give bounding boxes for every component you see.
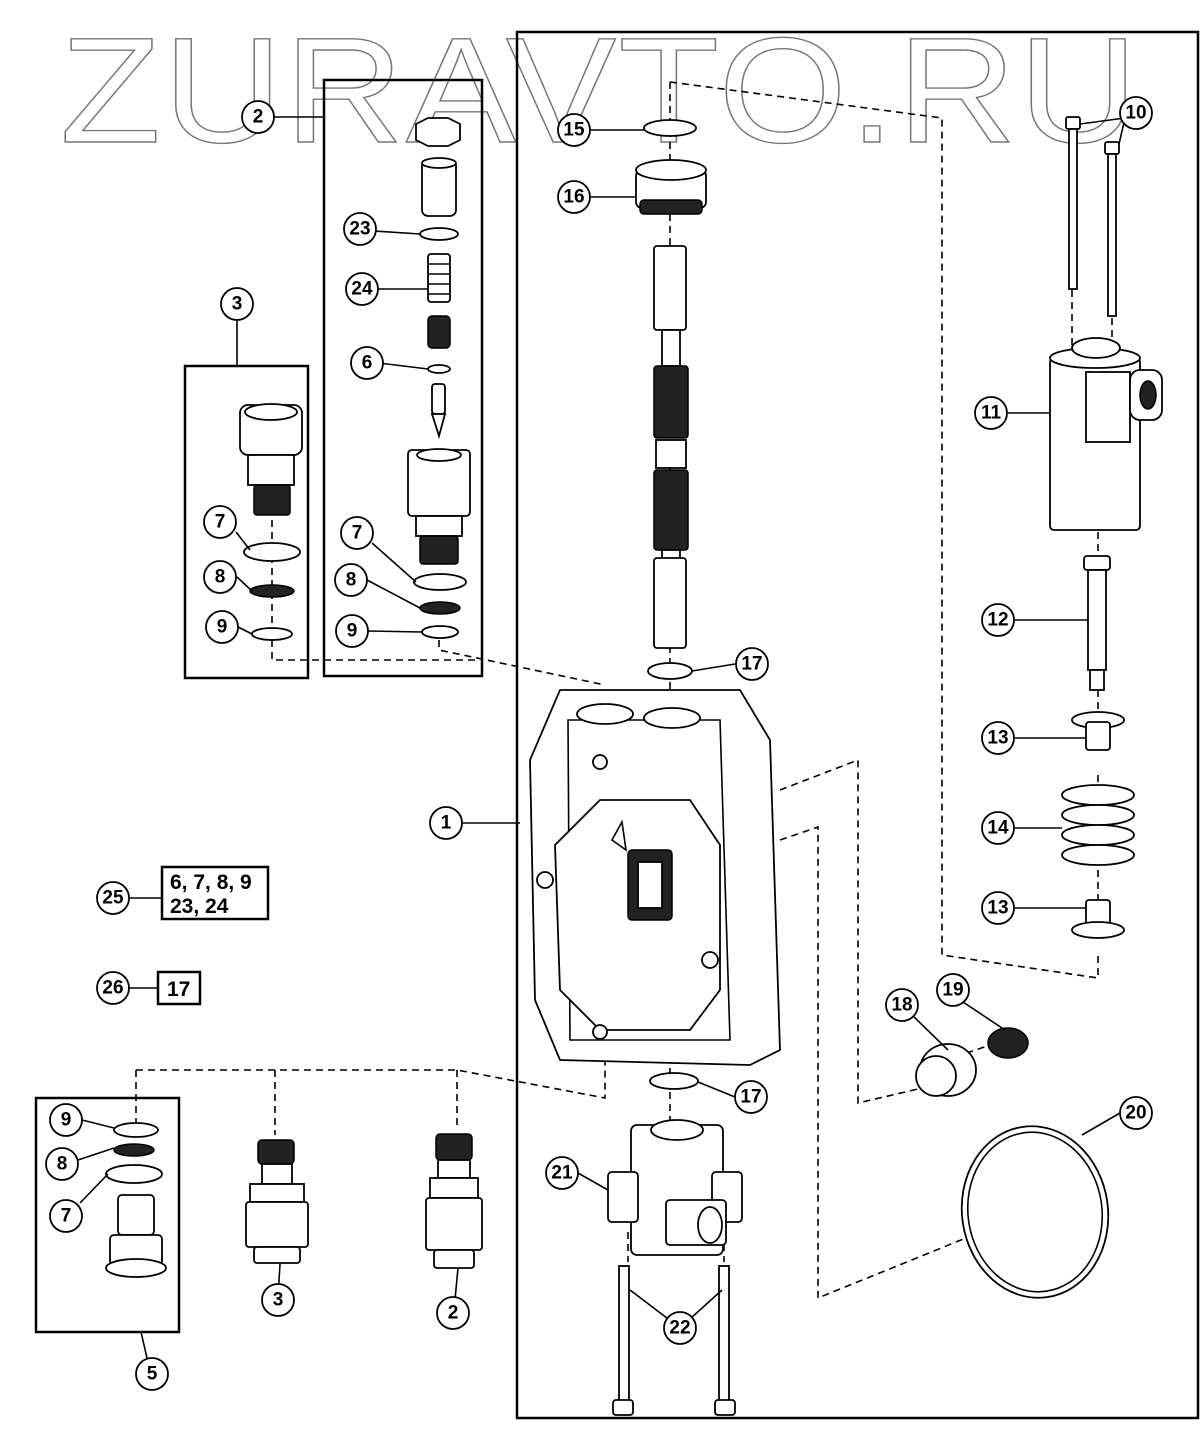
kit-25-box: 6, 7, 8, 9 23, 24 [160, 865, 270, 921]
spool-assembly [635, 119, 707, 680]
callout-16[interactable]: 16 [557, 180, 591, 214]
callout-3-bottom[interactable]: 3 [261, 1283, 295, 1317]
svg-text:13: 13 [987, 728, 1008, 749]
svg-text:7: 7 [215, 512, 226, 533]
callout-2-top[interactable]: 2 [241, 100, 275, 134]
callout-18[interactable]: 18 [885, 988, 919, 1022]
callout-6[interactable]: 6 [350, 346, 384, 380]
callout-12[interactable]: 12 [981, 603, 1015, 637]
main-assembly-frame [515, 30, 1200, 1420]
bottom-cover-and-bolts [607, 1072, 743, 1416]
callout-7-part5[interactable]: 7 [49, 1199, 83, 1233]
svg-text:19: 19 [942, 980, 963, 1001]
callout-21[interactable]: 21 [545, 1156, 579, 1190]
callout-7-part3[interactable]: 7 [203, 505, 237, 539]
callout-5[interactable]: 5 [135, 1357, 169, 1391]
part-5-group-box [34, 1096, 181, 1334]
callout-9-part3[interactable]: 9 [205, 610, 239, 644]
svg-text:10: 10 [1125, 103, 1146, 124]
svg-text:15: 15 [563, 120, 585, 141]
svg-text:2: 2 [253, 107, 264, 128]
svg-text:9: 9 [217, 617, 228, 638]
assembly-lines [135, 81, 1113, 1300]
svg-text:7: 7 [61, 1206, 72, 1227]
svg-text:22: 22 [669, 1318, 690, 1339]
callout-9-part2[interactable]: 9 [335, 614, 369, 648]
svg-text:26: 26 [102, 978, 123, 999]
callout-15[interactable]: 15 [557, 113, 591, 147]
callout-8-part2[interactable]: 8 [334, 563, 368, 597]
svg-text:13: 13 [987, 898, 1008, 919]
svg-text:18: 18 [891, 995, 912, 1016]
callout-26[interactable]: 26 [96, 971, 130, 1005]
svg-text:3: 3 [273, 1290, 284, 1311]
callout-19[interactable]: 19 [936, 973, 970, 1007]
right-side-parts [1049, 116, 1163, 939]
callout-25[interactable]: 25 [96, 881, 130, 915]
callout-20[interactable]: 20 [1119, 1096, 1153, 1130]
svg-text:9: 9 [347, 621, 358, 642]
svg-text:16: 16 [563, 187, 584, 208]
callout-2-bottom[interactable]: 2 [436, 1296, 470, 1330]
callout-22[interactable]: 22 [663, 1311, 697, 1345]
svg-text:7: 7 [352, 523, 363, 544]
svg-text:17: 17 [741, 654, 762, 675]
valve-housing [529, 689, 781, 1066]
svg-text:12: 12 [987, 610, 1008, 631]
svg-text:9: 9 [61, 1110, 72, 1131]
callout-8-part3[interactable]: 8 [203, 560, 237, 594]
svg-text:2: 2 [448, 1303, 459, 1324]
kit-25-line-1: 6, 7, 8, 9 [170, 871, 252, 894]
plug-spring-oring [915, 1027, 1110, 1299]
svg-text:21: 21 [551, 1163, 573, 1184]
svg-text:23: 23 [349, 219, 370, 240]
svg-text:8: 8 [215, 567, 226, 588]
svg-text:20: 20 [1125, 1103, 1146, 1124]
callout-1[interactable]: 1 [429, 806, 463, 840]
callout-17-top[interactable]: 17 [735, 647, 769, 681]
svg-text:5: 5 [147, 1364, 158, 1385]
part-3-cartridge-exploded [239, 403, 303, 641]
kit-25-line-2: 23, 24 [170, 895, 229, 918]
svg-text:14: 14 [987, 818, 1009, 839]
svg-text:8: 8 [346, 570, 357, 591]
svg-text:17: 17 [740, 1087, 761, 1108]
callout-10[interactable]: 10 [1119, 96, 1153, 130]
kit-26-box: 17 [156, 970, 202, 1006]
callout-17-bottom[interactable]: 17 [734, 1080, 768, 1114]
svg-text:11: 11 [981, 403, 1002, 424]
part-3-group-box [183, 364, 310, 680]
callout-8-part5[interactable]: 8 [45, 1147, 79, 1181]
svg-text:3: 3 [232, 294, 243, 315]
svg-text:8: 8 [57, 1154, 68, 1175]
callout-3-top[interactable]: 3 [220, 287, 254, 321]
leader-lines [77, 116, 1126, 1359]
svg-text:6: 6 [362, 353, 373, 374]
svg-text:25: 25 [102, 888, 124, 909]
callout-13-bottom[interactable]: 13 [981, 891, 1015, 925]
callout-14[interactable]: 14 [981, 811, 1015, 845]
callout-7-part2[interactable]: 7 [340, 516, 374, 550]
kit-26-line-1: 17 [167, 978, 190, 1001]
callout-23[interactable]: 23 [343, 212, 377, 246]
callout-24[interactable]: 24 [345, 272, 379, 306]
part-2-cartridge-exploded [407, 117, 471, 639]
callout-11[interactable]: 11 [974, 396, 1008, 430]
svg-text:24: 24 [351, 279, 373, 300]
watermark-text: ZURAVTO.RU [60, 6, 1140, 174]
bottom-left-cartridges [105, 1122, 483, 1278]
callout-9-part5[interactable]: 9 [49, 1103, 83, 1137]
part-2-group-box [322, 78, 484, 678]
callout-13-top[interactable]: 13 [981, 721, 1015, 755]
svg-text:1: 1 [441, 813, 452, 834]
